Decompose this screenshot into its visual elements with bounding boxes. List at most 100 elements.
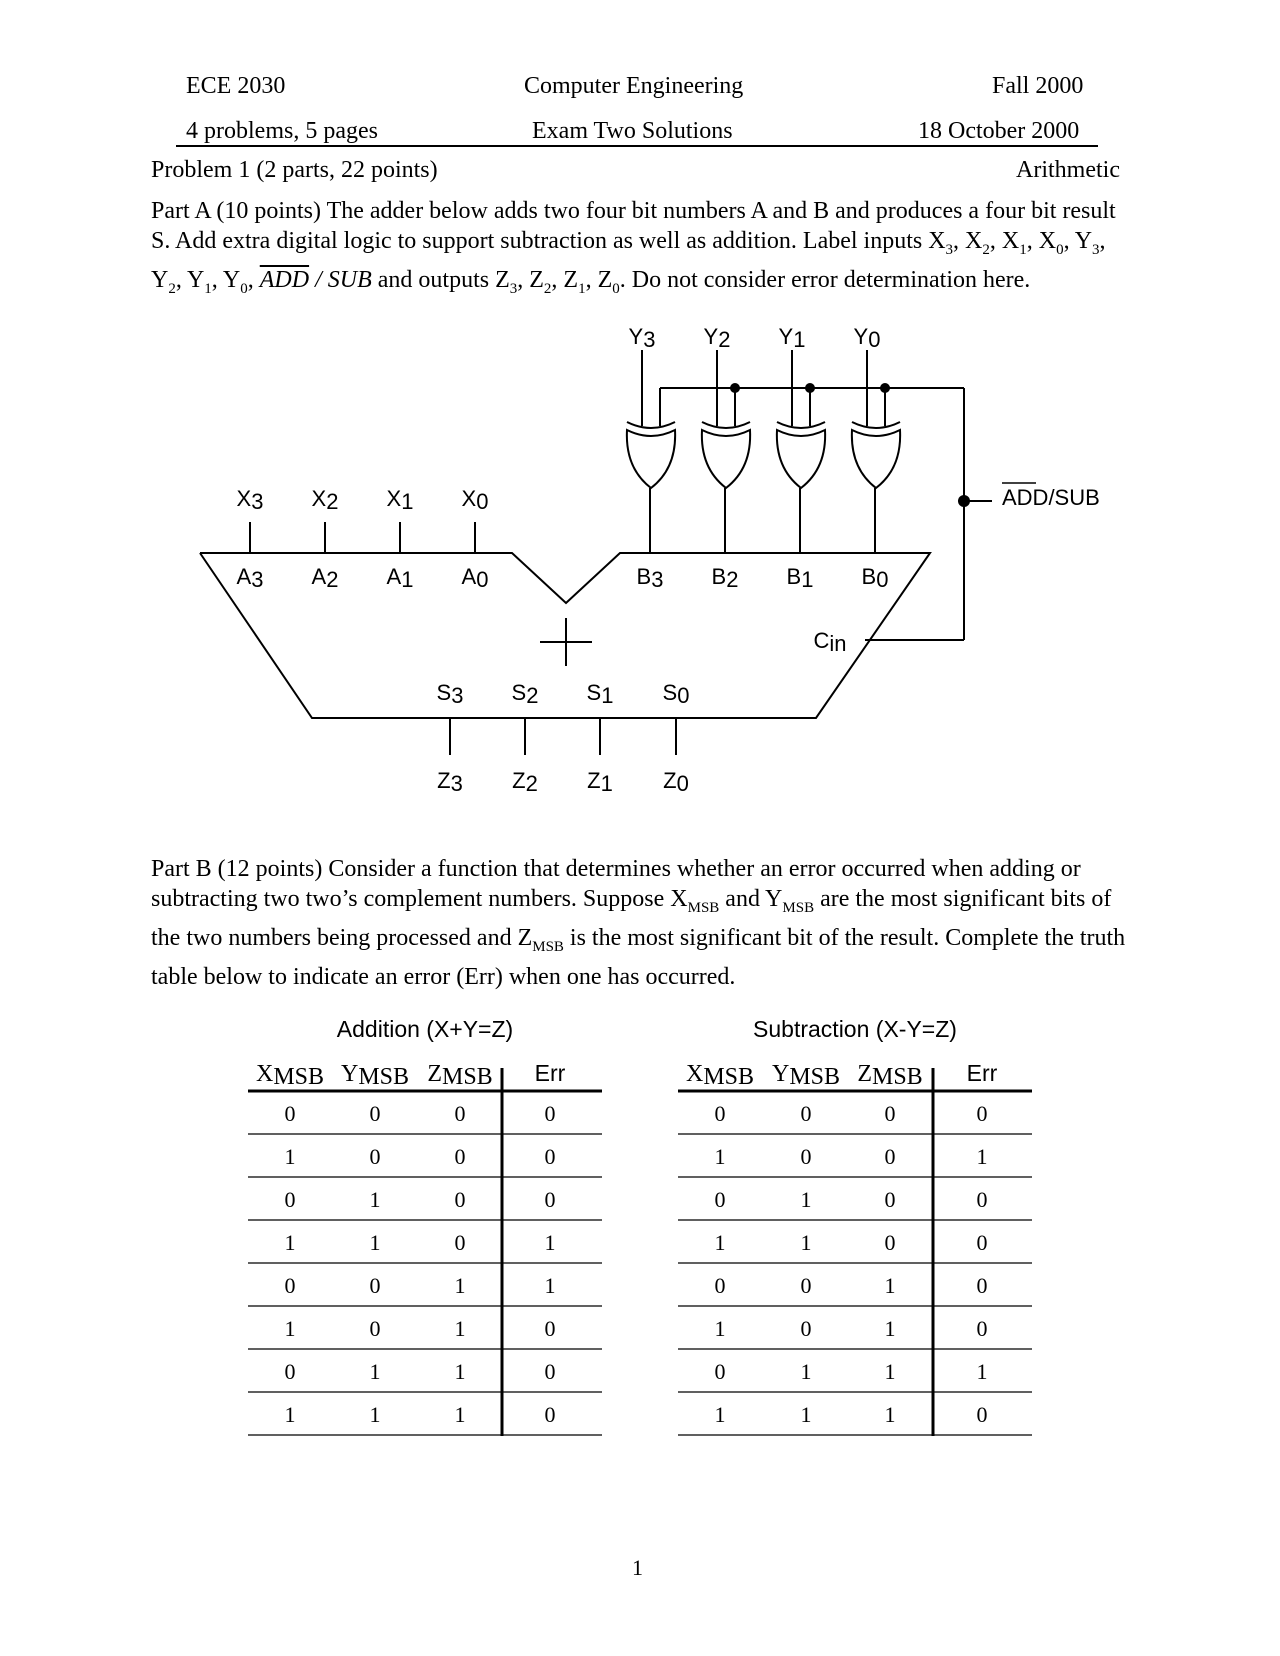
y-input-label: Y1	[779, 324, 806, 352]
xor-gate-body	[700, 428, 752, 490]
y-input-label: Y3	[629, 324, 656, 352]
table-cell-err: 0	[977, 1273, 988, 1298]
xor-gate-input-arc	[851, 421, 901, 429]
table-cell: 1	[455, 1273, 466, 1298]
table-cell-err: 0	[545, 1144, 556, 1169]
table-cell-err: 0	[977, 1187, 988, 1212]
table-cell: 0	[455, 1230, 466, 1255]
part-a-text-3: . Do not consider error determination he…	[619, 266, 1031, 293]
table-cell-err: 0	[977, 1101, 988, 1126]
table-cell: 0	[885, 1230, 896, 1255]
x-input-label: X1	[387, 486, 414, 514]
table-cell-err: 1	[977, 1144, 988, 1169]
z-output-label: Z1	[587, 768, 613, 796]
table-cell: 0	[801, 1316, 812, 1341]
table-cell: 0	[715, 1187, 726, 1212]
part-b-text: Part B (12 points) Consider a function t…	[151, 856, 1126, 990]
table-cell: 1	[885, 1273, 896, 1298]
xor-gate-input-arc	[701, 421, 751, 429]
table-header: ZMSB	[427, 1061, 492, 1090]
table-cell: 0	[715, 1101, 726, 1126]
z-output-label: Z0	[663, 768, 689, 796]
header-course: ECE 2030	[186, 73, 286, 99]
part-a-add-label: ADD	[259, 266, 310, 293]
table-header: ZMSB	[857, 1061, 922, 1090]
table-cell: 0	[801, 1273, 812, 1298]
xor-gate-body	[625, 428, 677, 490]
header-dept: Computer Engineering	[524, 73, 744, 99]
table-header: Err	[535, 1060, 566, 1086]
s-port-label: S2	[512, 680, 539, 708]
header-term: Fall 2000	[992, 73, 1084, 99]
table-cell-err: 0	[545, 1359, 556, 1384]
table-cell: 1	[370, 1402, 381, 1427]
table-cell: 0	[885, 1101, 896, 1126]
table-cell: 1	[715, 1144, 726, 1169]
table-cell: 1	[285, 1144, 296, 1169]
part-a-text: Part A (10 points) The adder below adds …	[151, 198, 1116, 297]
table-cell-err: 0	[545, 1187, 556, 1212]
xor-gate-body	[775, 428, 827, 490]
header-problems: 4 problems, 5 pages	[186, 118, 378, 144]
table-cell: 0	[715, 1359, 726, 1384]
header-exam: Exam Two Solutions	[532, 118, 733, 144]
header-rule	[176, 145, 1098, 147]
xor-gate-input-arc	[776, 421, 826, 429]
table-cell: 1	[455, 1402, 466, 1427]
table-header: Err	[967, 1060, 998, 1086]
table-cell: 0	[455, 1144, 466, 1169]
table-cell: 1	[801, 1187, 812, 1212]
table-cell: 0	[285, 1273, 296, 1298]
part-a-input-list: X2, X1, X0, Y3, Y2, Y1, Y0,	[151, 228, 1106, 297]
table-header: YMSB	[772, 1061, 840, 1090]
z-output-label: Z2	[512, 768, 538, 796]
part-b-text-2: and Y	[719, 886, 783, 912]
table-cell: 1	[285, 1402, 296, 1427]
z-output-label: Z3	[437, 768, 463, 796]
table-cell: 0	[370, 1273, 381, 1298]
junction-dot	[958, 495, 970, 507]
b-port-label: B2	[712, 564, 739, 592]
table-cell-err: 0	[545, 1101, 556, 1126]
table-cell: 0	[285, 1187, 296, 1212]
table-cell-err: 0	[545, 1316, 556, 1341]
table-header: XMSB	[686, 1061, 754, 1090]
table-cell: 0	[285, 1359, 296, 1384]
xor-gate-input-arc	[626, 421, 676, 429]
a-port-label: A0	[462, 564, 489, 592]
table-cell: 0	[715, 1273, 726, 1298]
table-cell: 0	[801, 1101, 812, 1126]
x-input-label: X0	[462, 486, 489, 514]
part-a-text-1: Part A (10 points) The adder below adds …	[151, 198, 1116, 254]
table-cell: 1	[801, 1402, 812, 1427]
table-cell-err: 0	[977, 1316, 988, 1341]
table-title: Subtraction (X-Y=Z)	[753, 1016, 957, 1042]
x-input-label: X2	[312, 486, 339, 514]
table-cell: 0	[370, 1144, 381, 1169]
table-header: XMSB	[256, 1061, 324, 1090]
part-b-text-1: Part B (12 points) Consider a function t…	[151, 856, 1081, 912]
control-label: ADD/SUB	[1002, 485, 1100, 510]
table-cell: 1	[455, 1359, 466, 1384]
table-cell: 1	[801, 1230, 812, 1255]
table-cell: 0	[285, 1101, 296, 1126]
a-port-label: A1	[387, 564, 414, 592]
junction-dot	[730, 383, 740, 393]
a-port-label: A2	[312, 564, 339, 592]
cin-label: Cin	[813, 628, 846, 656]
table-cell: 0	[885, 1144, 896, 1169]
b-port-label: B3	[637, 564, 664, 592]
part-b-text-4: is the most significant bit of the resul…	[151, 924, 1126, 990]
table-cell: 0	[455, 1187, 466, 1212]
problem-topic: Arithmetic	[1016, 157, 1120, 183]
b-port-label: B0	[862, 564, 889, 592]
table-cell: 1	[370, 1230, 381, 1255]
truth-tables: Addition (X+Y=Z) XMSB YMSB ZMSB Err 0 0 0 0 1 0 0 0 0…	[248, 1016, 1032, 1436]
junction-dot	[880, 383, 890, 393]
table-title: Addition (X+Y=Z)	[337, 1016, 513, 1042]
table-header: YMSB	[341, 1061, 409, 1090]
header-date: 18 October 2000	[918, 118, 1080, 144]
table-cell-err: 1	[545, 1273, 556, 1298]
table-cell: 1	[885, 1316, 896, 1341]
